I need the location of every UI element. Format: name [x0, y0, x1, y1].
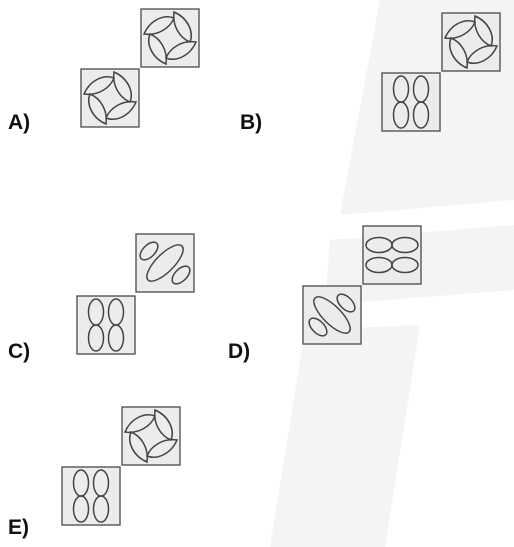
option-e-label[interactable]: E) [8, 516, 29, 539]
option-c-bottom-tile [76, 295, 136, 355]
option-c-top-tile [135, 233, 195, 293]
option-d-bottom-tile [302, 285, 362, 345]
swirl-pattern-icon [121, 406, 181, 466]
vertical-ovals-pattern-icon [76, 295, 136, 355]
option-a-label[interactable]: A) [8, 111, 31, 134]
swirl-pattern-icon [140, 8, 200, 68]
option-c-label[interactable]: C) [8, 340, 31, 363]
option-b-bottom-tile [381, 72, 441, 132]
option-a-top-tile [140, 8, 200, 68]
swirl-pattern-icon [441, 12, 501, 72]
option-e-bottom-tile [61, 466, 121, 526]
option-d-top-tile [362, 225, 422, 285]
option-e-top-tile [121, 406, 181, 466]
vertical-ovals-pattern-icon [61, 466, 121, 526]
diagonal-ovals-pattern-icon [302, 285, 362, 345]
option-a-bottom-tile [80, 68, 140, 128]
option-b-top-tile [441, 12, 501, 72]
option-b-label[interactable]: B) [240, 111, 263, 134]
horizontal-ovals-pattern-icon [362, 225, 422, 285]
vertical-ovals-pattern-icon [381, 72, 441, 132]
diagonal-ovals-pattern-icon [135, 233, 195, 293]
option-d-label[interactable]: D) [228, 340, 251, 363]
swirl-pattern-icon [80, 68, 140, 128]
